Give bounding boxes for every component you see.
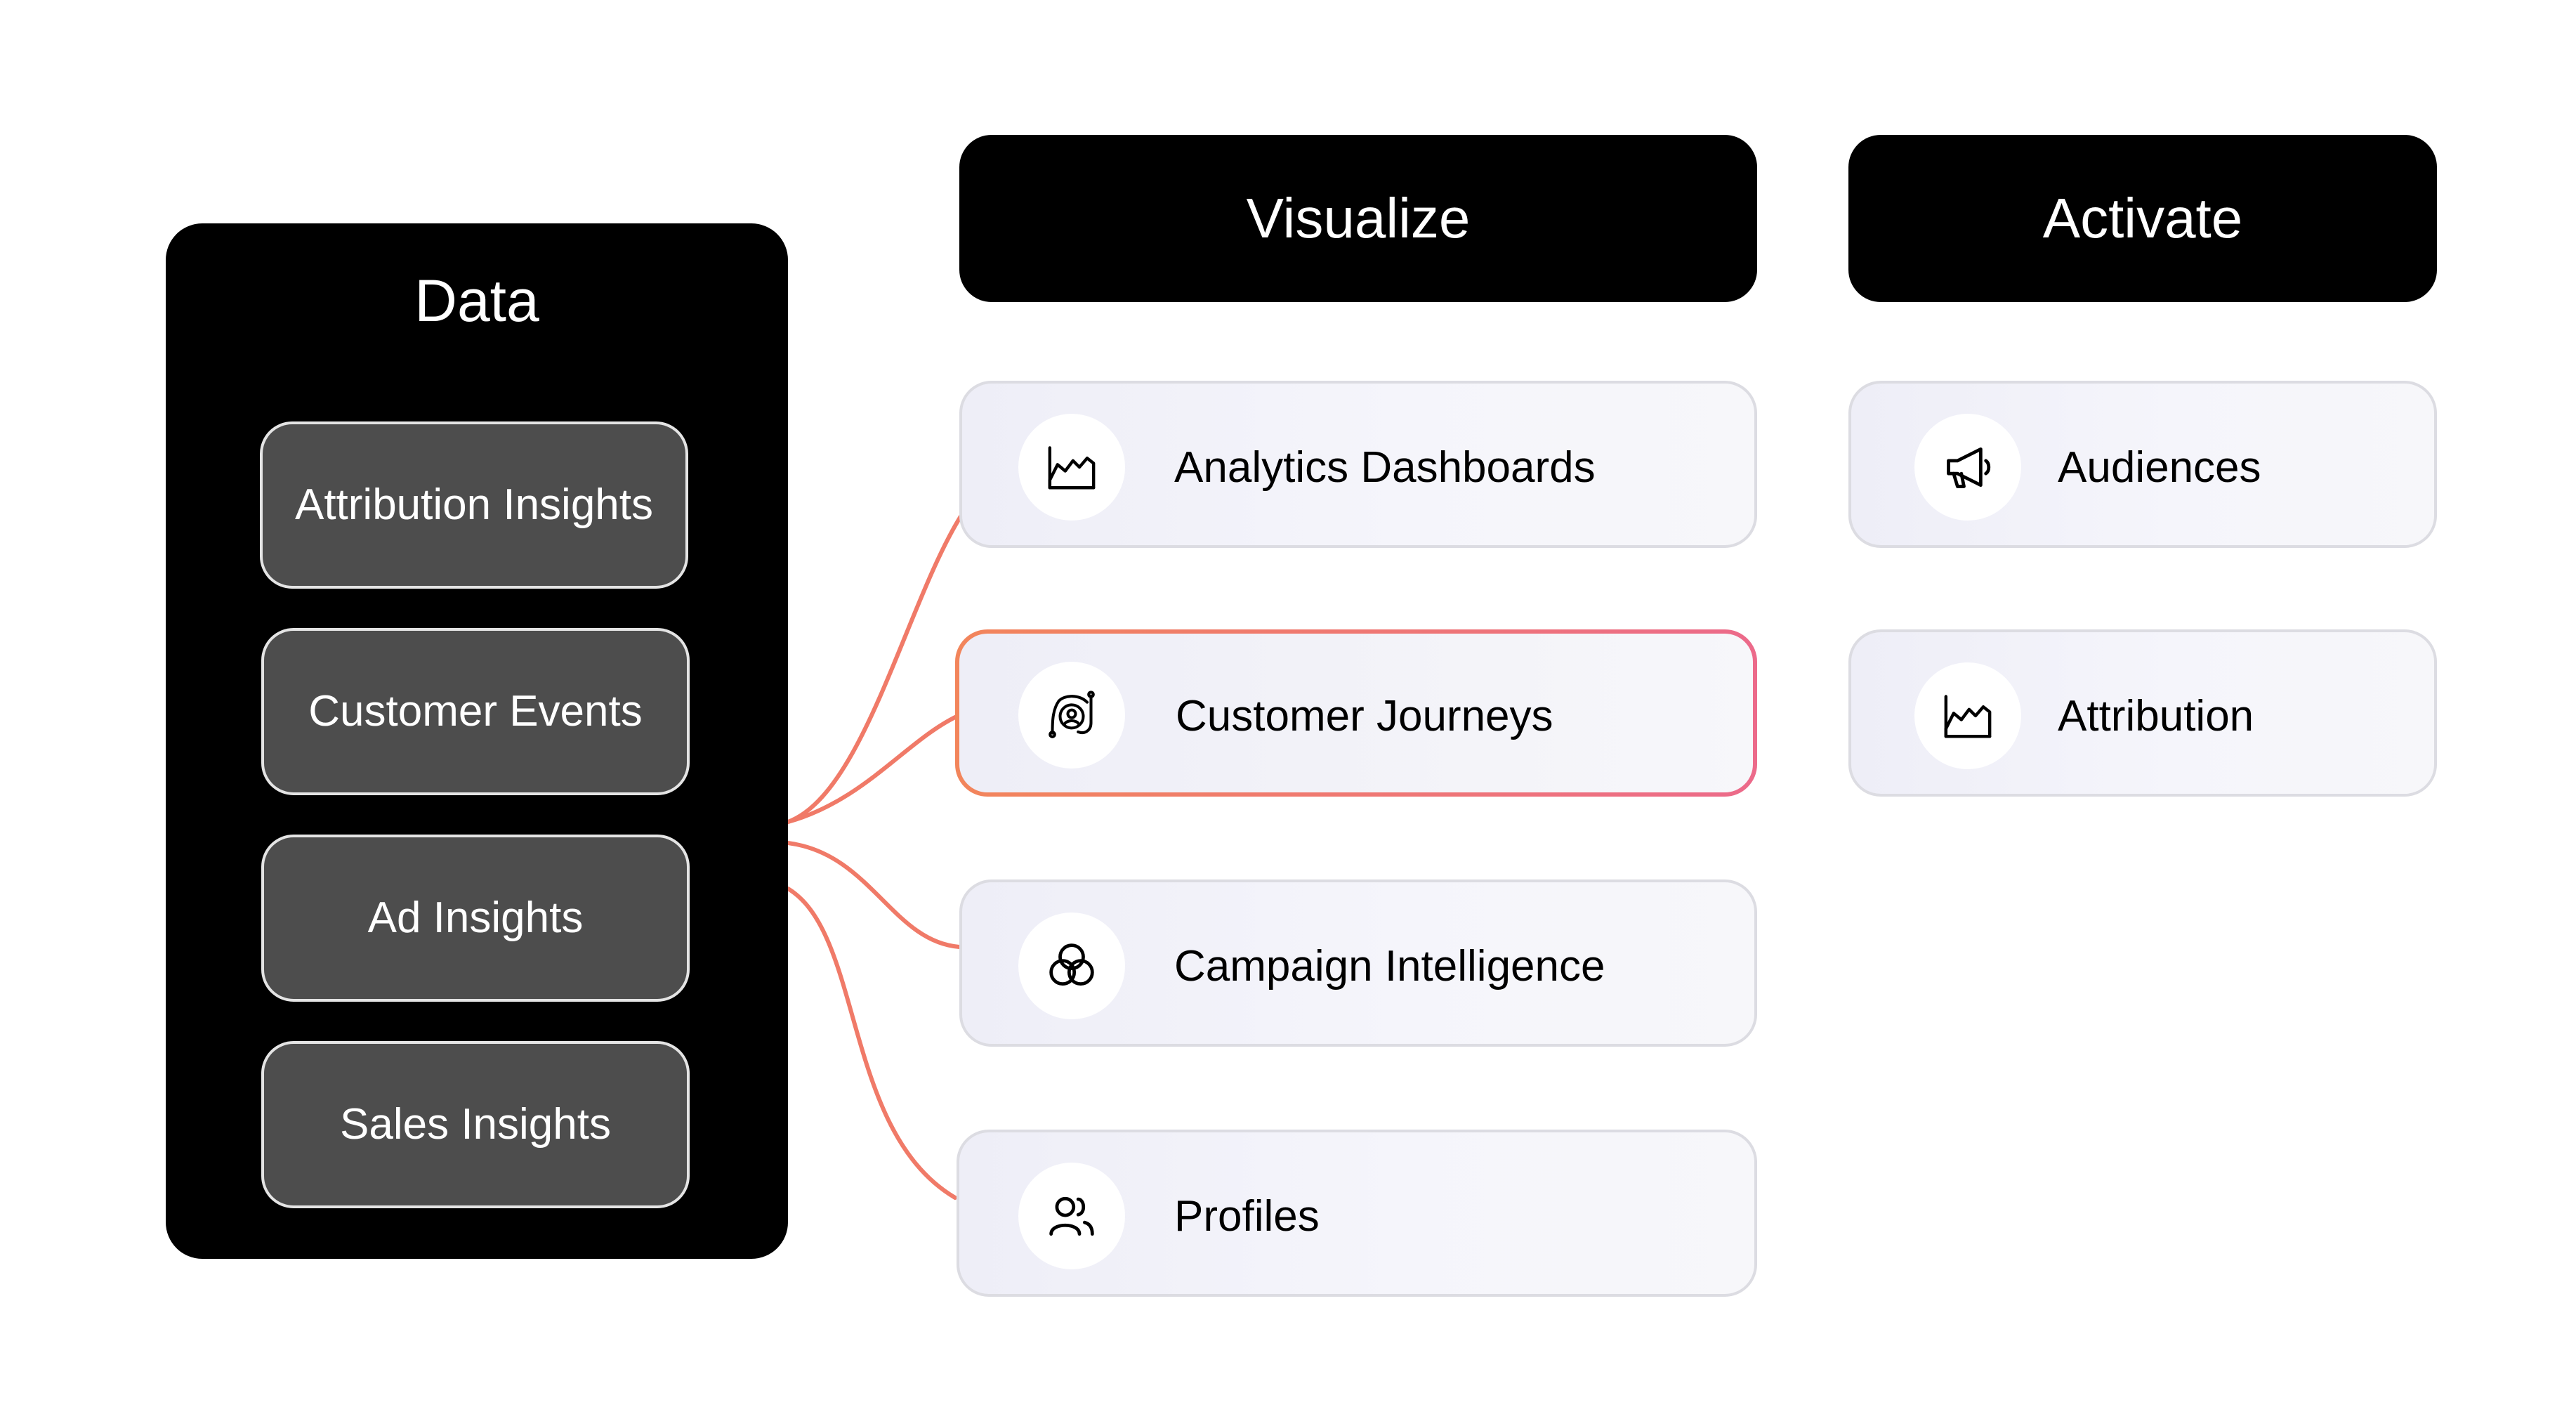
card-customer-journeys[interactable]: Customer Journeys — [955, 629, 1757, 797]
users-icon — [1018, 1163, 1125, 1269]
card-label: Customer Journeys — [1176, 692, 1553, 740]
card-label: Analytics Dashboards — [1174, 443, 1596, 492]
card-campaign-intelligence[interactable]: Campaign Intelligence — [959, 879, 1757, 1047]
card-label: Campaign Intelligence — [1174, 942, 1605, 990]
card-profiles[interactable]: Profiles — [957, 1130, 1757, 1297]
connector-to-customer-journeys — [786, 714, 959, 824]
data-item-customer-events[interactable]: Customer Events — [261, 628, 690, 795]
chart-icon — [1914, 662, 2021, 769]
venn-icon — [1018, 913, 1125, 1019]
activate-header: Activate — [1848, 135, 2437, 302]
card-analytics-dashboards[interactable]: Analytics Dashboards — [959, 381, 1757, 548]
card-label: Profiles — [1174, 1192, 1320, 1241]
card-label: Audiences — [2058, 443, 2261, 492]
data-item-sales-insights[interactable]: Sales Insights — [261, 1041, 690, 1208]
journey-icon — [1018, 662, 1125, 769]
data-item-attribution-insights[interactable]: Attribution Insights — [260, 421, 688, 589]
card-label: Attribution — [2058, 692, 2254, 740]
connector-to-analytics-dashboards — [786, 514, 963, 824]
connector-to-profiles — [786, 887, 957, 1200]
chart-icon — [1018, 414, 1125, 521]
visualize-header: Visualize — [959, 135, 1757, 302]
data-panel-title: Data — [414, 268, 539, 334]
card-audiences[interactable]: Audiences — [1848, 381, 2437, 548]
data-item-ad-insights[interactable]: Ad Insights — [261, 835, 690, 1002]
connector-to-campaign-intelligence — [786, 841, 961, 949]
card-attribution[interactable]: Attribution — [1848, 629, 2437, 797]
megaphone-icon — [1914, 414, 2021, 521]
